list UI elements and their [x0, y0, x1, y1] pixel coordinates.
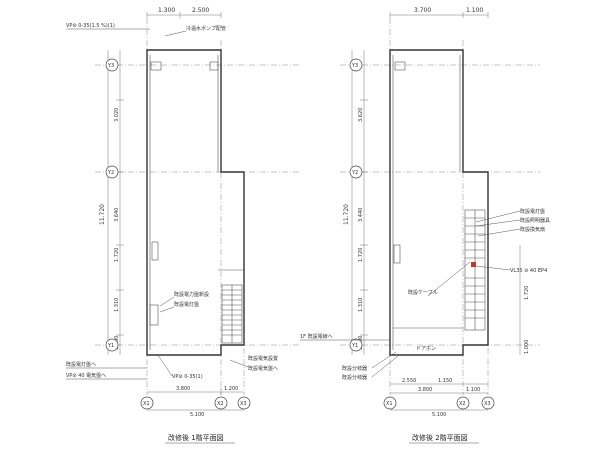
floor2-outer-wall [389, 49, 489, 356]
floor1-axis-y2: Y2 [107, 170, 114, 176]
floor2-room-label: ドアホン [416, 346, 436, 352]
floor2-axis-x1: X1 [386, 401, 393, 407]
floor2-left-note: 1F 既設電線へ [300, 333, 333, 340]
floor1-top-dim-1: 1.300 [158, 7, 175, 14]
floor1-plan: 1.300 2.500 VP⊘ 0-35(1.5 %)(1) 冷温水ポンプ配管 … [66, 7, 300, 444]
floor1-axis-x2-bubble [214, 396, 228, 410]
floor2-bottom-dim-2: 1.150 [438, 378, 452, 384]
floor2-top-fixture [394, 61, 406, 71]
floor2-panel-box [393, 244, 401, 264]
floor2-left-dim-3: 1.720 [358, 248, 364, 262]
floor1-top-note: VP⊘ 0-35(1.5 %)(1) [66, 23, 115, 29]
floor2-axis-x3-bubble [481, 396, 495, 410]
floor2-right-label-3: 既設換気扇 [520, 226, 545, 233]
floor1-label-to-panel: 既設電気盤へ [248, 365, 278, 372]
floor2-right-label-1: 既設電灯盤 [520, 208, 545, 215]
floor1-left-note-1: 既設電灯盤へ [66, 361, 96, 368]
floor1-axis-x3-bubble [237, 396, 251, 410]
floor1-total-dim: 11.720 [99, 204, 106, 225]
floor2-staircase [464, 209, 486, 331]
floor2-bottom-dim-1: 2.550 [402, 378, 416, 384]
floor1-axis-y3: Y3 [107, 63, 114, 69]
floor1-panel-box [151, 241, 159, 261]
floor1-label-panel: 既設電灯盤 [174, 301, 199, 308]
floor1-left-dim-2: 3.640 [114, 208, 120, 222]
floor2-bottom-dim-4: 1.100 [466, 387, 480, 393]
floor2-bottom-label-1: 既設分岐器 [342, 365, 367, 372]
floor1-outer-wall [146, 49, 245, 356]
floor2-left-dim-2: 3.440 [358, 208, 364, 222]
floor2-total-dim: 11.720 [343, 204, 350, 225]
floor1-bottom-dim-1: 3.800 [176, 386, 190, 392]
floor2-axis-x2: X2 [459, 401, 466, 407]
floor2-right-note: VL35 ⊘ 40 EP4 [510, 268, 547, 274]
floor1-breaker-box [149, 304, 159, 326]
floor1-axis-y1-bubble [105, 338, 119, 352]
floor2-axis-x1-bubble [383, 396, 397, 410]
floor1-left-dim-3: 1.720 [114, 248, 120, 262]
floor1-staircase [221, 284, 243, 344]
floor1-left-dim-1: 3.020 [114, 108, 120, 122]
floor2-axis-y3: Y3 [351, 63, 358, 69]
floor1-axis-y3-bubble [105, 58, 119, 72]
floor1-bottom-dim-2: 1.200 [224, 386, 238, 392]
floor1-caption: 改修後 1階平面図 [168, 433, 224, 442]
floor2-top-dim-2: 1.100 [466, 7, 483, 14]
floor2-top-dim-1: 3.700 [414, 7, 431, 14]
floor2-axis-x3: X3 [484, 401, 491, 407]
floor1-top-fixture [150, 61, 162, 71]
floor1-top-fixture-2 [209, 61, 219, 71]
floor1-left-note-2: VP⊘ 40 電気盤へ [66, 372, 106, 379]
floor1-label-electric: 既設電気設置 [248, 355, 278, 362]
floor2-right-dim-1: 1.720 [524, 286, 530, 300]
floor2-bottom-dim-3: 3.800 [418, 387, 432, 393]
floor1-axis-x1: X1 [143, 401, 150, 407]
floor1-top-dim-2: 2.500 [192, 7, 209, 14]
floor2-center-label: 既設ケーブル [408, 289, 438, 296]
floor2-axis-y1: Y1 [351, 343, 358, 349]
floor2-axis-y3-bubble [349, 58, 363, 72]
floor2-axis-y2: Y2 [351, 170, 358, 176]
floor2-left-dim-4: 1.310 [358, 298, 364, 312]
floor2-right-label-2: 既設照明器具 [520, 217, 550, 224]
floor1-axis-x2: X2 [217, 401, 224, 407]
floor2-left-dim-1: 3.620 [358, 108, 364, 122]
floor1-axis-x3: X3 [240, 401, 247, 407]
floor2-red-marker [471, 262, 476, 267]
floor1-axis-y2-bubble [105, 165, 119, 179]
floor2-plan: 3.700 1.100 3.620 3.440 1.720 1.310 1.00… [300, 7, 550, 444]
floor2-axis-y2-bubble [349, 165, 363, 179]
floor1-label-vp: VP⊘ 0-35(1) [172, 374, 203, 380]
floor1-bottom-total: 5.100 [190, 412, 204, 418]
floor2-caption: 改修後 2階平面図 [412, 433, 468, 442]
floor2-right-dim-2: 1.000 [524, 340, 530, 354]
floor2-axis-y1-bubble [349, 338, 363, 352]
floor1-top-label: 冷温水ポンプ配管 [186, 25, 226, 32]
floor1-label-panel-new: 既設電力盤新設 [174, 291, 209, 298]
floor1-left-dim-4: 1.310 [114, 298, 120, 312]
floor2-axis-x2-bubble [456, 396, 470, 410]
floor2-bottom-total: 5.100 [432, 412, 446, 418]
floor1-axis-y1: Y1 [107, 343, 114, 349]
floor2-bottom-label-2: 既設分岐器 [342, 374, 367, 381]
floor1-axis-x1-bubble [140, 396, 154, 410]
